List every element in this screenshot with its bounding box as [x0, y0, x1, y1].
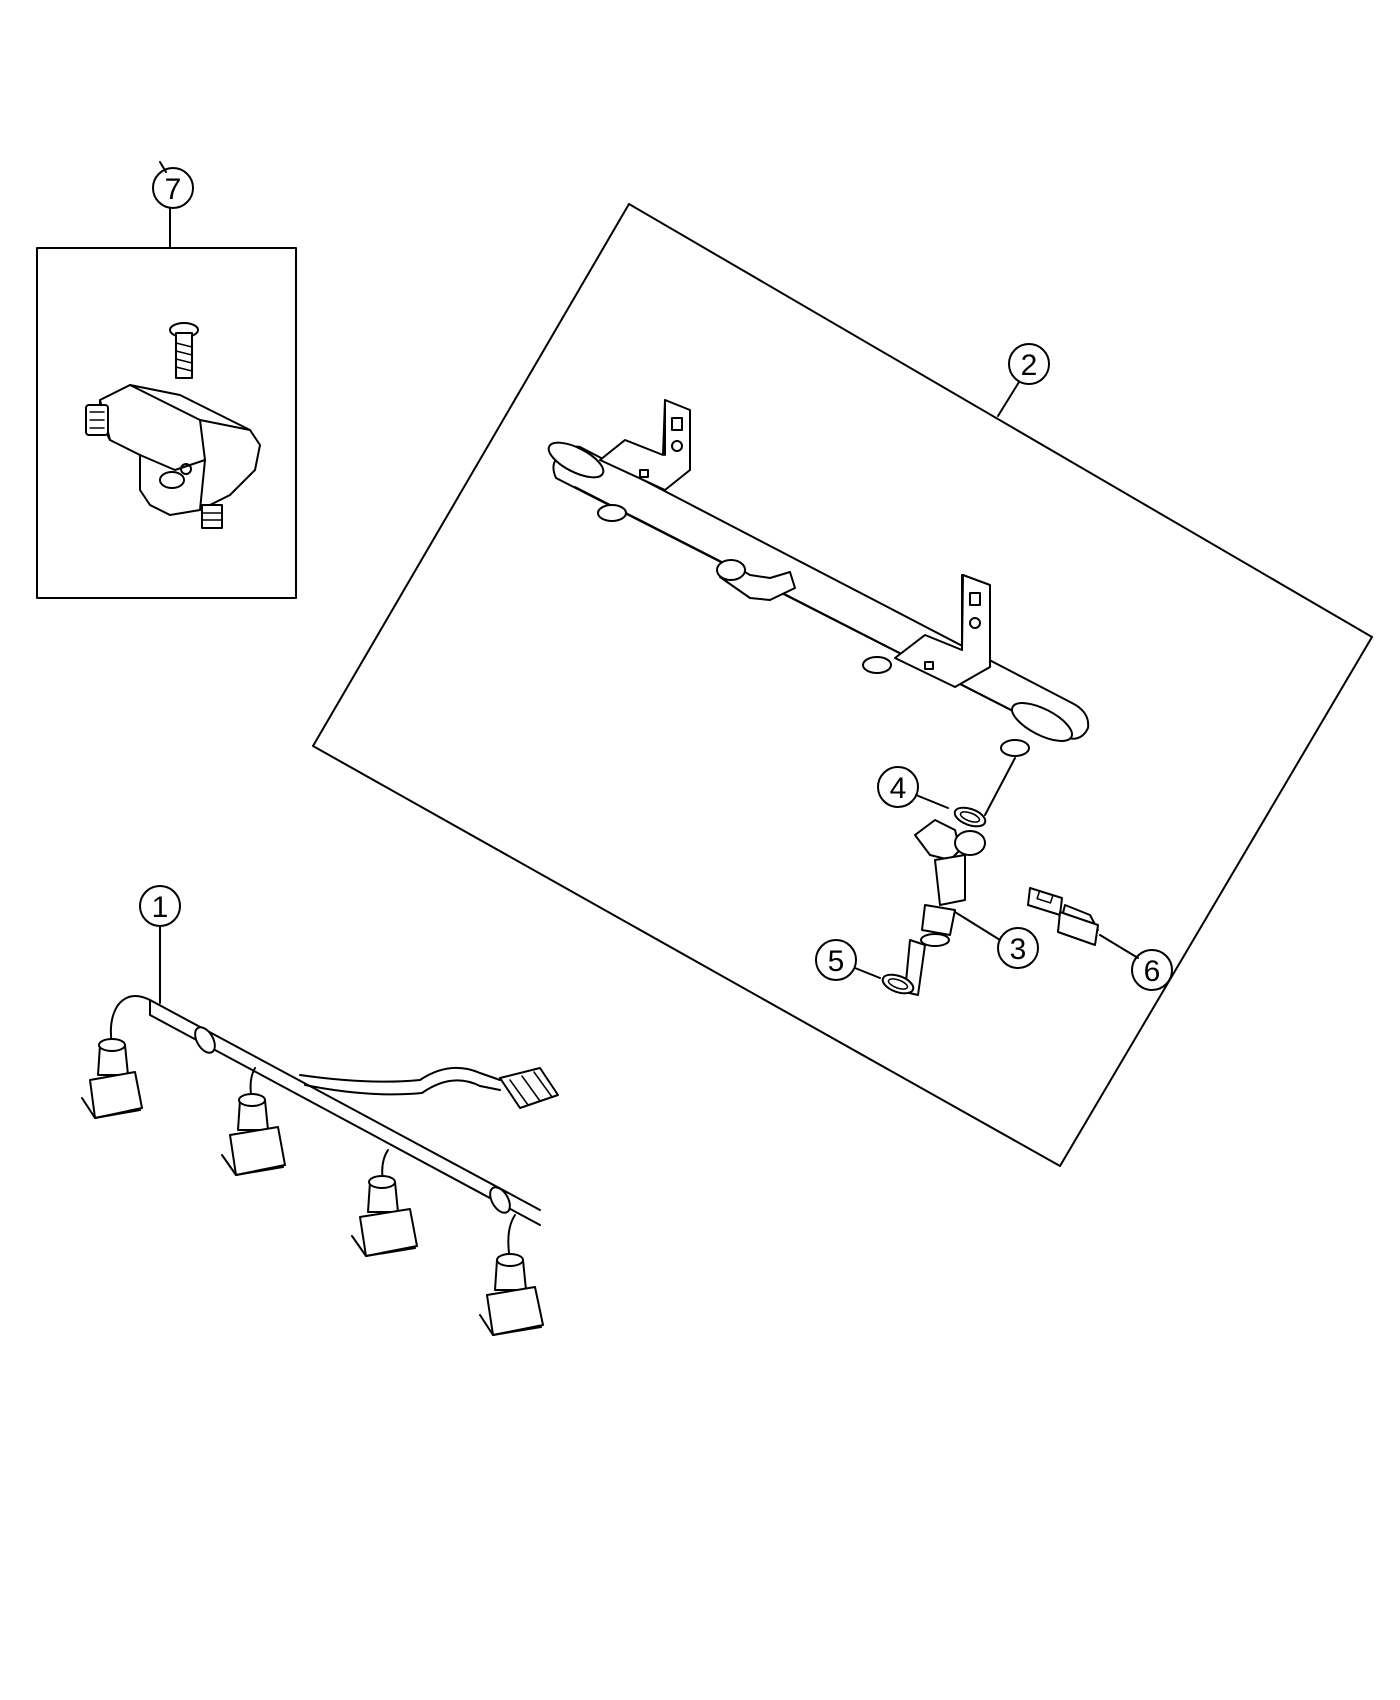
- sensor-inset-frame: [36, 247, 297, 599]
- fuel-injector[interactable]: [904, 819, 986, 996]
- callout-4[interactable]: 4: [877, 757, 1016, 816]
- callout-2-label: 2: [1021, 349, 1038, 382]
- callout-7[interactable]: 7: [152, 161, 194, 249]
- callout-6[interactable]: 6: [1099, 934, 1173, 991]
- upper-o-ring: [953, 806, 987, 828]
- injector-wiring-harness[interactable]: [81, 995, 559, 1336]
- callout-5-label: 5: [828, 945, 845, 978]
- callout-6-label: 6: [1144, 955, 1161, 988]
- harness-connector-1: [81, 1004, 143, 1119]
- callout-5[interactable]: 5: [815, 939, 881, 981]
- callout-3-label: 3: [1010, 933, 1027, 966]
- callout-1[interactable]: 1: [139, 885, 181, 1004]
- fuel-rail-group-frame: [312, 203, 1373, 1167]
- map-sensor-assembly[interactable]: [85, 322, 261, 529]
- callout-7-label: 7: [165, 173, 182, 206]
- callout-1-label: 1: [152, 891, 169, 924]
- map-sensor: [85, 384, 261, 529]
- callout-2[interactable]: 2: [997, 343, 1050, 417]
- sensor-bolt: [169, 322, 199, 379]
- injector-clip[interactable]: [1027, 887, 1099, 946]
- harness-connector-4: [479, 1214, 544, 1336]
- fuel-rail[interactable]: [544, 399, 1090, 757]
- harness-connector-2: [221, 1067, 286, 1176]
- callout-3[interactable]: 3: [954, 911, 1039, 969]
- callout-4-label: 4: [890, 772, 907, 805]
- harness-connector-3: [351, 1149, 418, 1257]
